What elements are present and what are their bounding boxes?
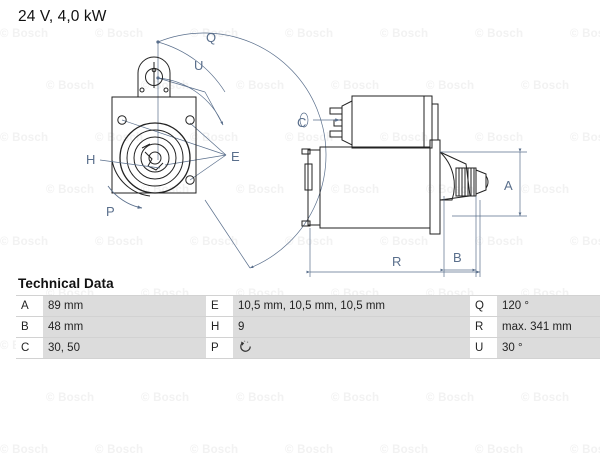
- side-view-labels: C A B R: [297, 115, 513, 269]
- front-view-labels: H P E Q U: [86, 30, 240, 219]
- row-key-u: U: [470, 337, 497, 359]
- starter-motor-spec-sheet: © Bosch © Bosch © Bosch © Bosch © Bosch © Bos…: [0, 8, 600, 456]
- rotation-counterclockwise-icon: [238, 339, 253, 357]
- row-key-e: E: [206, 295, 233, 317]
- row-value-b: 48 mm: [43, 316, 206, 338]
- technical-data-section: Technical Data A 89 mm E 10,5 mm, 10,5 m…: [0, 276, 600, 359]
- watermark-text: © Bosch: [285, 444, 334, 456]
- watermark-text: © Bosch: [475, 444, 524, 456]
- page-title: 24 V, 4,0 kW: [18, 8, 107, 25]
- watermark-text: © Bosch: [236, 392, 285, 404]
- watermark-text: © Bosch: [570, 444, 600, 456]
- front-view-geometry: [111, 56, 197, 197]
- row-key-a: A: [16, 295, 43, 317]
- label-u: U: [194, 58, 203, 73]
- table-row: B 48 mm H 9 R max. 341 mm: [16, 316, 600, 338]
- row-key-b: B: [16, 316, 43, 338]
- row-key-h: H: [206, 316, 233, 338]
- row-key-c: C: [16, 337, 43, 359]
- label-a: A: [504, 178, 513, 193]
- watermark-text: © Bosch: [190, 444, 239, 456]
- label-b: B: [453, 250, 462, 265]
- side-view-geometry: [301, 95, 489, 235]
- label-c: C: [297, 115, 306, 130]
- technical-data-table: A 89 mm E 10,5 mm, 10,5 mm, 10,5 mm Q 12…: [16, 295, 600, 359]
- dimension-lines: [306, 148, 527, 277]
- technical-drawing: H P E Q U: [86, 30, 527, 277]
- watermark-text: © Bosch: [426, 392, 475, 404]
- label-p: P: [106, 204, 115, 219]
- row-key-q: Q: [470, 295, 497, 317]
- row-value-u: 30 °: [497, 337, 600, 359]
- row-value-h: 9: [233, 316, 470, 338]
- watermark-text: © Bosch: [331, 392, 380, 404]
- watermark-text: © Bosch: [141, 392, 190, 404]
- row-value-e: 10,5 mm, 10,5 mm, 10,5 mm: [233, 295, 470, 317]
- label-h: H: [86, 152, 95, 167]
- row-value-a: 89 mm: [43, 295, 206, 317]
- watermark-text: © Bosch: [95, 444, 144, 456]
- watermark-text: © Bosch: [0, 444, 49, 456]
- row-value-q: 120 °: [497, 295, 600, 317]
- row-key-p: P: [206, 337, 233, 359]
- row-key-r: R: [470, 316, 497, 338]
- table-row: C 30, 50 P U 3: [16, 337, 600, 359]
- label-r: R: [392, 254, 401, 269]
- watermark-text: © Bosch: [380, 444, 429, 456]
- row-value-c: 30, 50: [43, 337, 206, 359]
- rotation-direction-arrow: [107, 185, 143, 209]
- table-row: A 89 mm E 10,5 mm, 10,5 mm, 10,5 mm Q 12…: [16, 295, 600, 317]
- row-value-p: [233, 337, 470, 359]
- label-q: Q: [206, 30, 216, 45]
- technical-data-heading: Technical Data: [18, 276, 114, 291]
- row-value-r: max. 341 mm: [497, 316, 600, 338]
- h-leader-line: [99, 159, 161, 169]
- c-leader-line: [299, 112, 340, 128]
- watermark-text: © Bosch: [46, 392, 95, 404]
- watermark-text: © Bosch: [521, 392, 570, 404]
- label-e: E: [231, 149, 240, 164]
